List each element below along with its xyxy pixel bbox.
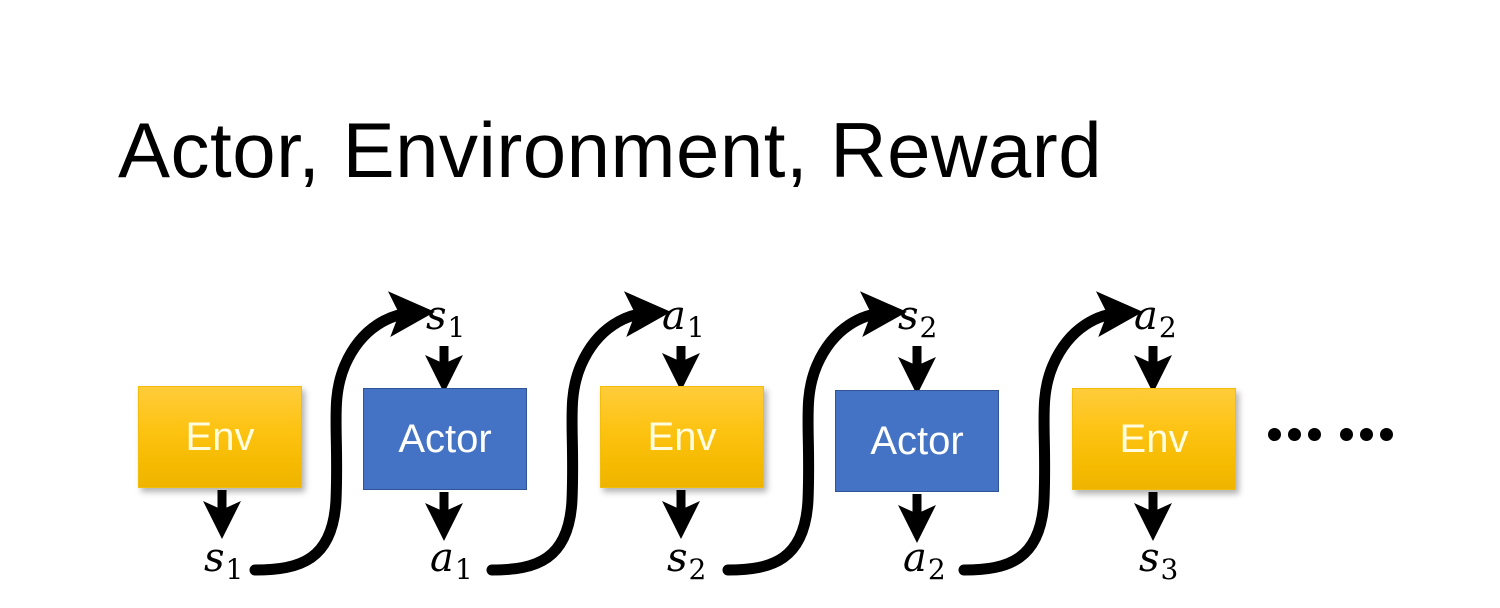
arrow-label-to-box-group [425, 346, 1172, 395]
label-state-s3-bottom: s3 [1139, 538, 1178, 584]
label-state-s1-bottom: s1 [204, 538, 243, 584]
symbol: a [430, 535, 454, 581]
subscript: 1 [454, 552, 473, 586]
curve-a2-to-env3-input [958, 291, 1143, 576]
label-action-a2-bottom: a2 [903, 538, 946, 584]
subscript: 2 [1158, 310, 1177, 344]
node-label: Env [647, 415, 717, 459]
subscript: 2 [688, 552, 707, 586]
subscript: 1 [225, 552, 244, 586]
node-env-3[interactable]: Env [1072, 388, 1236, 490]
node-label: Env [1119, 417, 1189, 461]
curve-a1-to-env2-input [486, 291, 671, 576]
ellipsis-dot-group-1 [1268, 428, 1321, 441]
ellipsis-dot-group-2 [1340, 428, 1393, 441]
node-label: Env [185, 415, 255, 459]
ellipsis-icon [1268, 428, 1393, 441]
subscript: 2 [919, 310, 938, 344]
curve-s2-to-actor2-input [722, 291, 907, 576]
subscript: 3 [1160, 552, 1179, 586]
label-action-a1-top: a1 [662, 296, 705, 342]
node-label: Actor [870, 419, 964, 463]
symbol: s [667, 535, 688, 581]
node-env-1[interactable]: Env [138, 386, 302, 488]
symbol: s [898, 293, 919, 339]
ellipsis-dot [1360, 428, 1373, 441]
symbol: a [1134, 293, 1158, 339]
subscript: 2 [927, 552, 946, 586]
node-env-2[interactable]: Env [600, 386, 764, 488]
label-state-s1-top: s1 [426, 296, 465, 342]
page-title: Actor, Environment, Reward [118, 106, 1103, 194]
ellipsis-dot [1268, 428, 1281, 441]
subscript: 1 [686, 310, 705, 344]
arrow-box-to-label-group [203, 490, 1172, 543]
ellipsis-dot [1308, 428, 1321, 441]
symbol: a [662, 293, 686, 339]
symbol: s [426, 293, 447, 339]
ellipsis-dot [1288, 428, 1301, 441]
symbol: s [1139, 535, 1160, 581]
node-label: Actor [398, 417, 492, 461]
ellipsis-dot [1380, 428, 1393, 441]
curve-s1-to-actor1-input [249, 291, 435, 576]
label-action-a1-bottom: a1 [430, 538, 473, 584]
label-state-s2-top: s2 [898, 296, 937, 342]
feedback-curve-group [249, 291, 1143, 576]
symbol: a [903, 535, 927, 581]
label-state-s2-bottom: s2 [667, 538, 706, 584]
ellipsis-dot [1340, 428, 1353, 441]
node-actor-2[interactable]: Actor [835, 390, 999, 492]
node-actor-1[interactable]: Actor [363, 388, 527, 490]
subscript: 1 [447, 310, 466, 344]
symbol: s [204, 535, 225, 581]
label-action-a2-top: a2 [1134, 296, 1177, 342]
